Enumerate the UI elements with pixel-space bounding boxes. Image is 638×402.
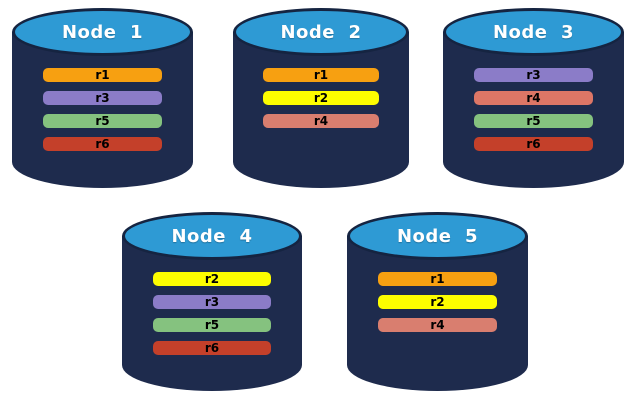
database-cylinder-top: Node 4 [122,212,302,260]
replica-bar-r3: r3 [152,295,272,309]
replica-bar-r5: r5 [473,114,594,128]
node-title: Node 5 [396,225,479,247]
replica-list: r2 r3 r5 r6 [152,272,272,355]
replica-bar-r6: r6 [42,137,163,151]
replica-bar-r3: r3 [473,68,594,82]
replica-bar-r1: r1 [42,68,163,82]
replica-bar-r5: r5 [152,318,272,332]
node-2-cylinder: Node 2 r1 r2 r4 [233,8,409,188]
database-cylinder-body [12,32,193,188]
replica-bar-r4: r4 [473,91,594,105]
replica-bar-r5: r5 [42,114,163,128]
replica-bar-r6: r6 [152,341,272,355]
replica-list: r1 r2 r4 [262,68,380,128]
replica-bar-r4: r4 [262,114,380,128]
database-cylinder-top: Node 3 [443,8,624,56]
replica-list: r1 r3 r5 r6 [42,68,163,151]
replica-bar-r1: r1 [262,68,380,82]
replica-bar-r1: r1 [377,272,498,286]
node-title: Node 1 [61,21,144,43]
node-5-cylinder: Node 5 r1 r2 r4 [347,212,528,391]
database-cylinder-top: Node 2 [233,8,409,56]
replica-list: r3 r4 r5 r6 [473,68,594,151]
node-title: Node 2 [280,21,362,43]
replica-bar-r4: r4 [377,318,498,332]
database-cylinder-body [233,32,409,188]
database-cylinder-top: Node 1 [12,8,193,56]
node-4-cylinder: Node 4 r2 r3 r5 r6 [122,212,302,391]
replica-bar-r6: r6 [473,137,594,151]
database-cylinder-body [443,32,624,188]
database-cylinder-top: Node 5 [347,212,528,260]
database-cylinder-body [122,236,302,391]
node-3-cylinder: Node 3 r3 r4 r5 r6 [443,8,624,188]
replica-bar-r2: r2 [377,295,498,309]
replica-bar-r3: r3 [42,91,163,105]
replica-bar-r2: r2 [262,91,380,105]
node-title: Node 4 [171,225,253,247]
database-cylinder-body [347,236,528,391]
replica-list: r1 r2 r4 [377,272,498,332]
replica-bar-r2: r2 [152,272,272,286]
node-title: Node 3 [492,21,575,43]
node-1-cylinder: Node 1 r1 r3 r5 r6 [12,8,193,188]
